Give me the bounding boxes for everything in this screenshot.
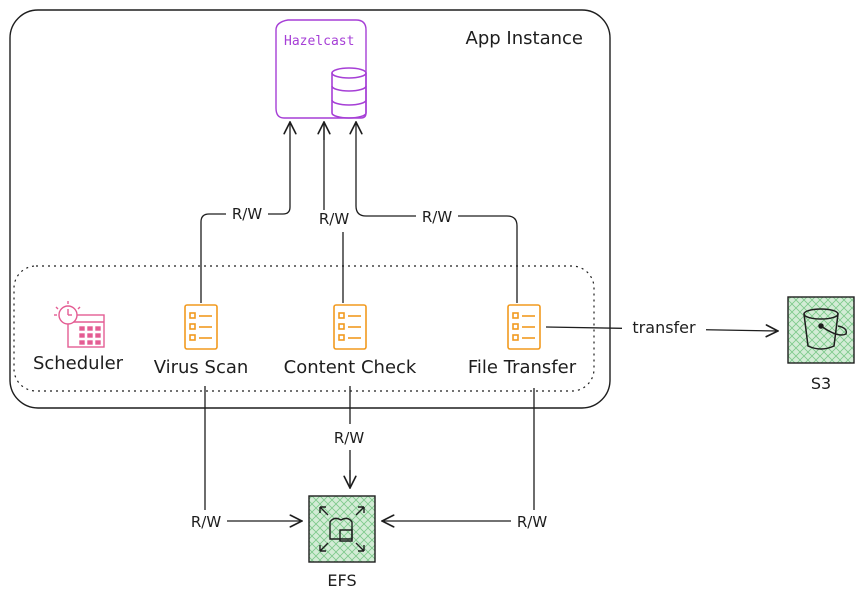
scheduler-label: Scheduler <box>33 353 124 374</box>
content-to-hazelcast-label: R/W <box>319 210 349 228</box>
virus-scan-label: Virus Scan <box>154 357 249 378</box>
app-instance-title: App Instance <box>466 28 583 49</box>
app-instance-container <box>9 9 611 409</box>
content-to-efs-label: R/W <box>334 429 364 447</box>
s3-label: S3 <box>811 374 831 393</box>
s3-node <box>787 296 855 364</box>
virus-to-efs-arrow <box>204 386 302 521</box>
scheduler-icon <box>54 301 105 348</box>
hazelcast-box <box>275 19 367 119</box>
hazelcast-label: Hazelcast <box>284 34 354 49</box>
bucket-icon <box>803 308 848 350</box>
hazelcast-node: Hazelcast <box>275 19 367 119</box>
transfer-to-hazelcast-label: R/W <box>422 208 452 226</box>
transfer-to-efs-label: R/W <box>517 513 547 531</box>
content-check-label: Content Check <box>284 357 417 378</box>
database-icon <box>331 67 367 119</box>
file-transfer-label: File Transfer <box>468 357 577 378</box>
services-group <box>13 265 595 392</box>
transfer-to-s3-label: transfer <box>632 318 696 337</box>
virus-to-hazelcast-label: R/W <box>232 205 262 223</box>
content-check-icon <box>333 304 367 350</box>
efs-node <box>308 495 376 563</box>
virus-to-efs-label: R/W <box>191 513 221 531</box>
virus-scan-icon <box>184 304 218 350</box>
file-transfer-icon <box>507 304 541 350</box>
efs-label: EFS <box>327 571 356 590</box>
folder-expand-icon <box>319 506 365 552</box>
